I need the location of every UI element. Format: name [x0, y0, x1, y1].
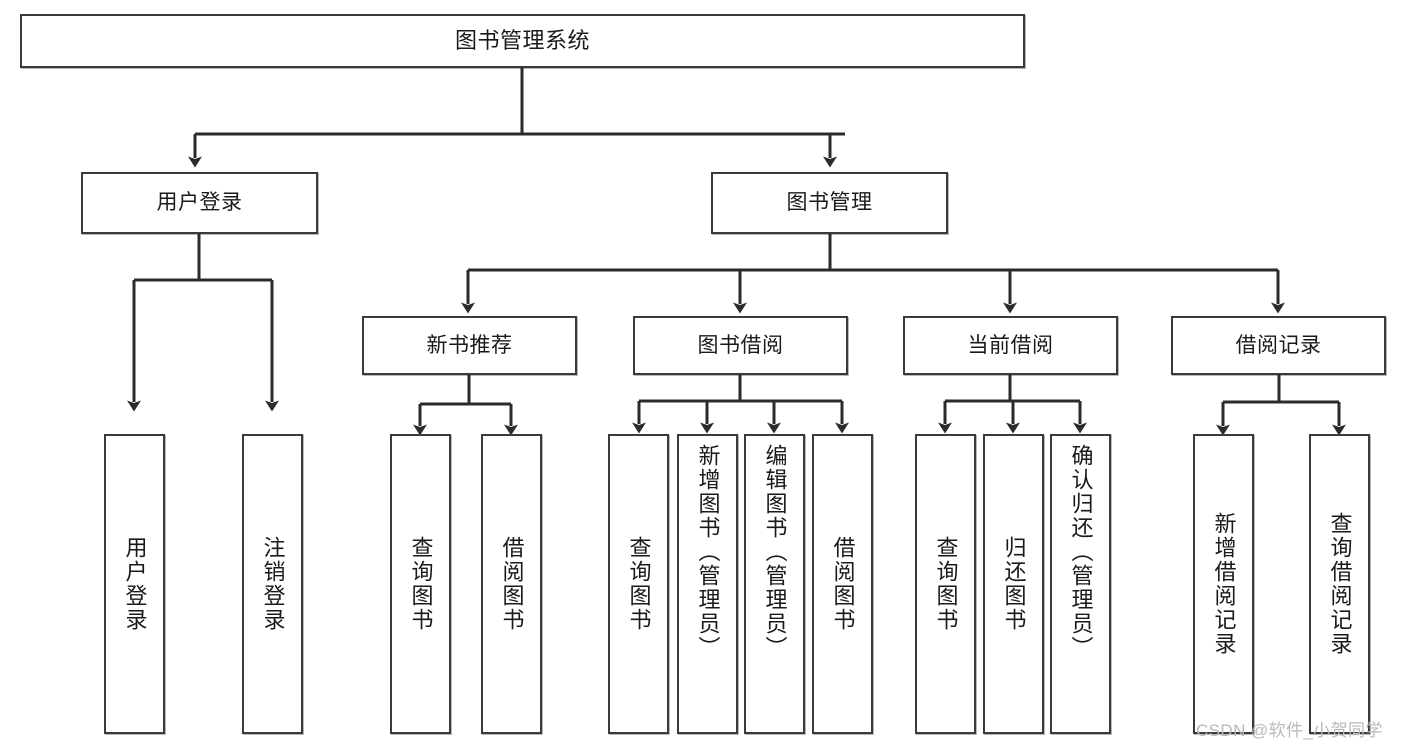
node-label: 确认归还（管理员） [1068, 444, 1094, 660]
node-label: 图书管理 [786, 191, 873, 215]
leaf-borrow-add-book-admin[interactable]: 新增图书（管理员） [677, 434, 738, 734]
leaf-borrow-edit-book-admin[interactable]: 编辑图书（管理员） [744, 434, 805, 734]
leaf-record-query-record[interactable]: 查询借阅记录 [1309, 434, 1370, 734]
node-book-borrow[interactable]: 图书借阅 [633, 316, 848, 375]
leaf-borrow-borrow-book[interactable]: 借阅图书 [812, 434, 873, 734]
node-book-management[interactable]: 图书管理 [711, 172, 948, 234]
leaf-user-login-logout[interactable]: 注销登录 [242, 434, 303, 734]
leaf-user-login-login[interactable]: 用户登录 [104, 434, 165, 734]
leaf-recommend-borrow-book[interactable]: 借阅图书 [481, 434, 542, 734]
leaf-current-query-book[interactable]: 查询图书 [915, 434, 976, 734]
node-new-book-recommend[interactable]: 新书推荐 [362, 316, 577, 375]
node-label: 当前借阅 [967, 333, 1054, 357]
leaf-record-add-record[interactable]: 新增借阅记录 [1193, 434, 1254, 734]
node-label: 图书管理系统 [454, 27, 590, 53]
node-label: 注销登录 [260, 536, 286, 632]
node-label: 图书借阅 [697, 333, 784, 357]
csdn-watermark: CSDN @软件_小贺同学 [1196, 721, 1383, 740]
node-label: 归还图书 [1001, 536, 1027, 632]
node-label: 借阅图书 [499, 536, 525, 632]
node-label: 查询借阅记录 [1327, 512, 1353, 656]
node-label: 查询图书 [933, 536, 959, 632]
node-label: 借阅记录 [1235, 333, 1322, 357]
leaf-recommend-query-book[interactable]: 查询图书 [390, 434, 451, 734]
leaf-borrow-query-book[interactable]: 查询图书 [608, 434, 669, 734]
node-label: 查询图书 [626, 536, 652, 632]
leaf-current-confirm-return-admin[interactable]: 确认归还（管理员） [1050, 434, 1111, 734]
node-label: 编辑图书（管理员） [762, 444, 788, 660]
node-label: 用户登录 [156, 191, 243, 215]
node-root-system[interactable]: 图书管理系统 [20, 14, 1025, 68]
node-borrow-record[interactable]: 借阅记录 [1171, 316, 1386, 375]
node-label: 借阅图书 [830, 536, 856, 632]
node-label: 新书推荐 [426, 333, 513, 357]
node-label: 新增借阅记录 [1211, 512, 1237, 656]
node-label: 用户登录 [122, 536, 148, 632]
node-label: 新增图书（管理员） [695, 444, 721, 660]
leaf-current-return-book[interactable]: 归还图书 [983, 434, 1044, 734]
node-current-borrow[interactable]: 当前借阅 [903, 316, 1118, 375]
node-user-login[interactable]: 用户登录 [81, 172, 318, 234]
node-label: 查询图书 [408, 536, 434, 632]
